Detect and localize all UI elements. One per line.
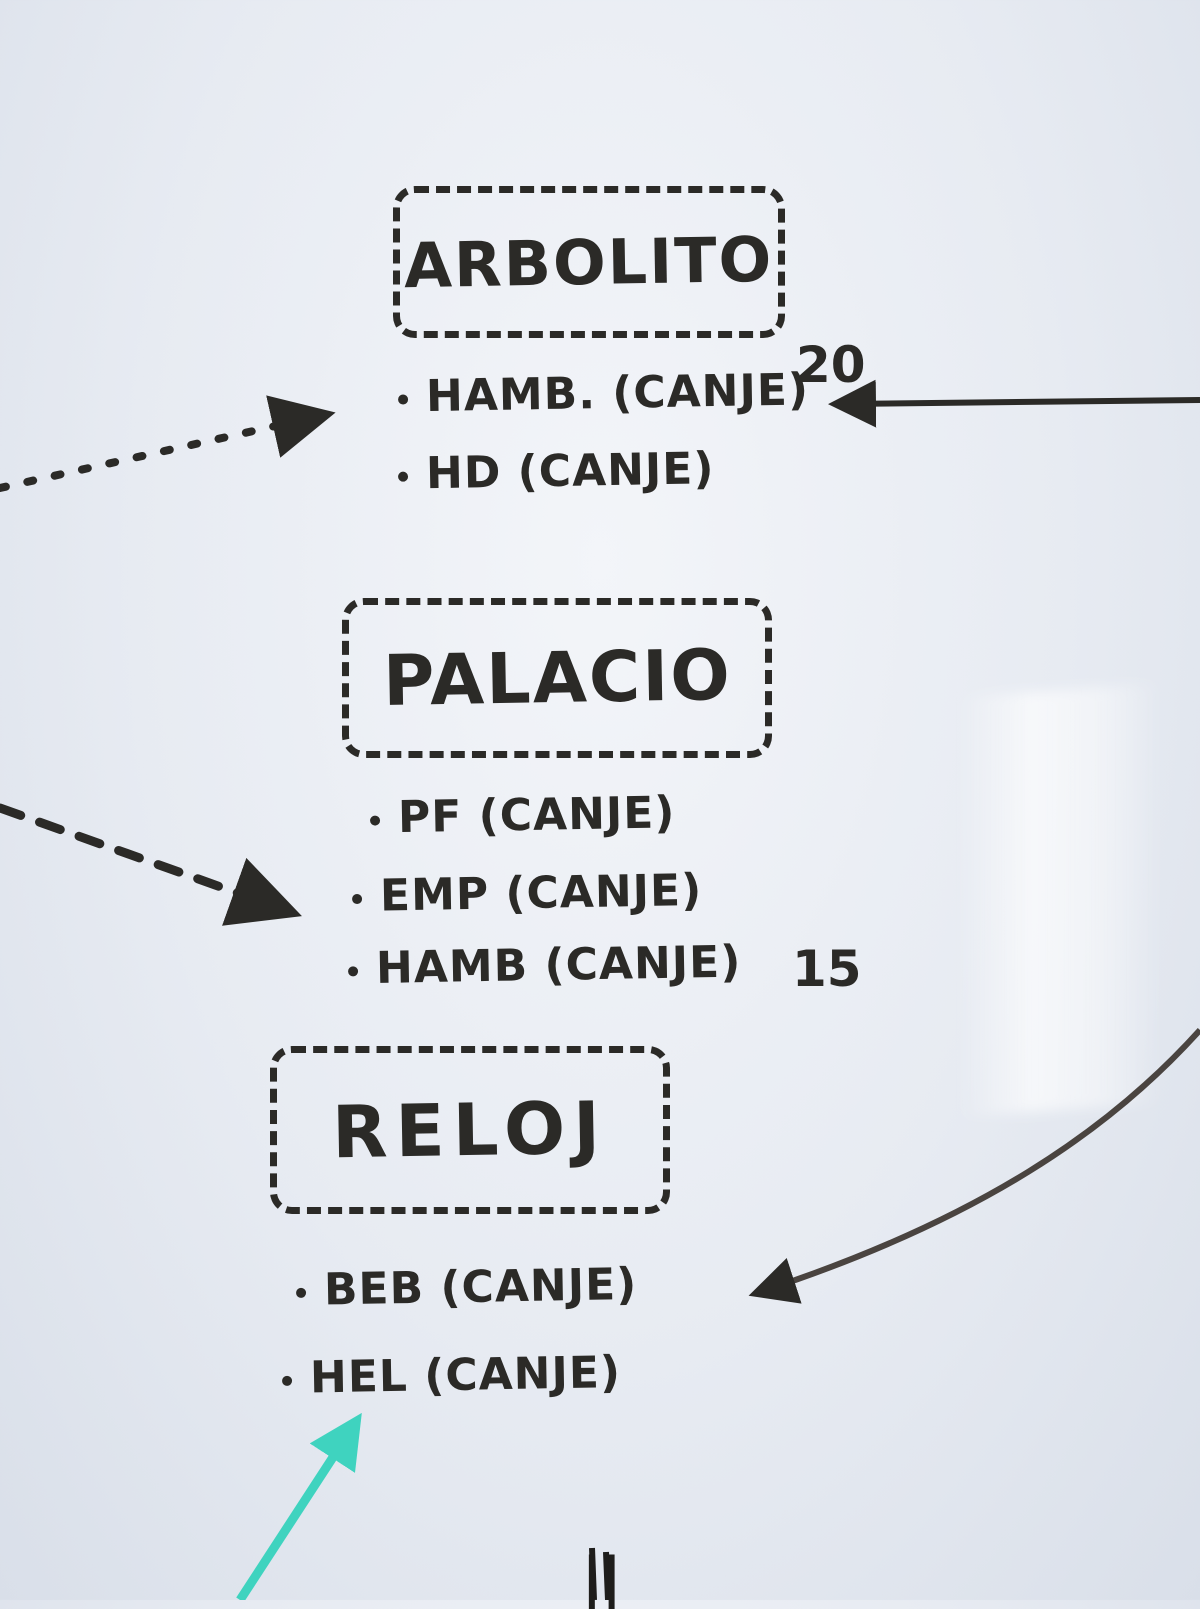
bullet — [397, 471, 409, 482]
arbolito-item-hd: HD (CANJE) — [397, 443, 715, 500]
bullet — [347, 966, 359, 977]
palacio-item-pf: PF (CANJE) — [369, 787, 676, 843]
curved-arrow-reloj — [748, 1027, 1200, 1304]
bullet — [369, 815, 381, 826]
reloj-item-beb: BEB (CANJE) — [295, 1259, 638, 1316]
bullet — [295, 1287, 307, 1298]
solid-arrow-arbolito — [828, 379, 1200, 428]
palacio-count: 15 — [792, 940, 862, 998]
reloj-item-hel: HEL (CANJE) — [281, 1347, 621, 1404]
bottom-mark: || — [582, 1546, 622, 1609]
bullet — [397, 394, 409, 405]
arbolito-title: Arbolito — [403, 222, 775, 302]
arbolito-count: 20 — [796, 336, 866, 394]
bottom-mark-lines — [589, 1547, 611, 1600]
palacio-box: Palacio — [342, 598, 772, 758]
palacio-title: Palacio — [381, 633, 733, 723]
bullet — [351, 893, 363, 905]
dotted-arrow-arbolito — [0, 395, 336, 492]
reloj-title: Reloj — [331, 1085, 609, 1175]
arbolito-box: Arbolito — [393, 186, 785, 338]
teal-arrow — [236, 1412, 362, 1600]
arbolito-item-hamb: HAMB. (CANJE) — [397, 364, 809, 422]
dashed-arrow-palacio — [0, 803, 302, 926]
palacio-item-hamb: HAMB (CANJE) — [347, 937, 742, 995]
bullet — [281, 1375, 293, 1386]
palacio-item-emp: EMP (CANJE) — [351, 865, 703, 922]
reloj-box: Reloj — [270, 1046, 670, 1214]
